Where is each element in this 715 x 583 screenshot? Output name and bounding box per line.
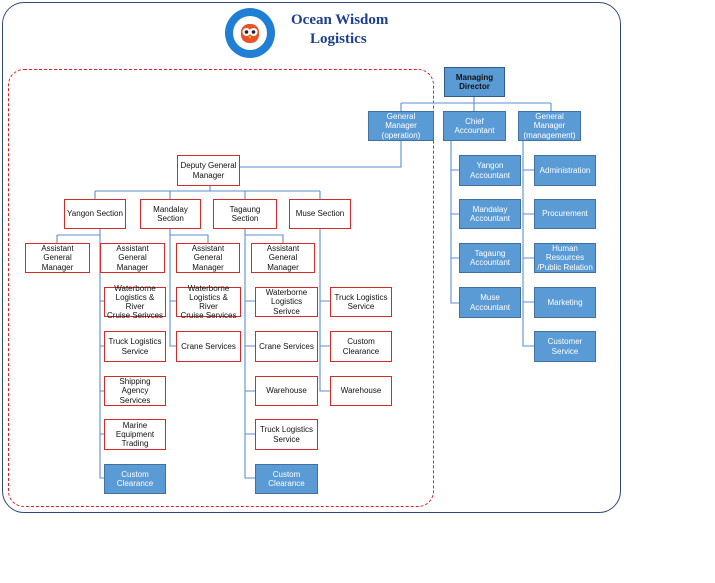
node-muse-accountant: Muse Accountant xyxy=(459,287,521,318)
node-assistant-gm-1: Assistant General Manager xyxy=(25,243,90,273)
node-muse-warehouse: Warehouse xyxy=(330,376,392,406)
node-tagaung-waterborne: Waterborne Logistics Serivce xyxy=(255,287,318,317)
node-yangon-shipping: Shipping Agency Services xyxy=(104,376,166,406)
brand-name-line1: Ocean Wisdom xyxy=(291,12,389,28)
node-tagaung-warehouse: Warehouse xyxy=(255,376,318,406)
node-tagaung-crane: Crane Services xyxy=(255,331,318,362)
node-muse-custom: Custom Clearance xyxy=(330,331,392,362)
node-yangon-truck: Truck Logistics Service xyxy=(104,331,166,362)
node-procurement: Procurement xyxy=(534,199,596,229)
node-muse-truck: Truck Logistics Service xyxy=(330,287,392,317)
node-customer-service: Customer Service xyxy=(534,331,596,362)
node-deputy-gm: Deputy General Manager xyxy=(177,155,240,186)
node-chief-accountant: Chief Accountant xyxy=(443,111,506,141)
node-yangon-custom: Custom Clearance xyxy=(104,464,166,494)
chart-frame xyxy=(2,2,621,513)
node-yangon-accountant: Yangon Accountant xyxy=(459,155,521,186)
node-mandalay-waterborne: Waterborne Logistics & River Cruise Serv… xyxy=(176,284,241,320)
company-logo: Ocean Wisdom Logistics xyxy=(225,8,395,58)
node-muse-section: Muse Section xyxy=(289,199,351,229)
node-tagaung-section: Tagaung Section xyxy=(213,199,277,229)
node-mandalay-accountant: Mandalay Accountant xyxy=(459,199,521,229)
node-human-resources: Human Resources /Public Relation xyxy=(534,243,596,273)
node-gm-management: General Manager (management) xyxy=(518,111,581,141)
node-tagaung-accountant: Tagaung Accountant xyxy=(459,243,521,273)
node-yangon-section: Yangon Section xyxy=(64,199,126,229)
node-assistant-gm-2: Assistant General Manager xyxy=(100,243,165,273)
operations-region-outline xyxy=(8,69,434,507)
logo-emblem xyxy=(225,8,275,58)
node-administration: Administration xyxy=(534,155,596,186)
node-yangon-marine: Marine Equipment Trading xyxy=(104,419,166,450)
node-gm-operation: General Manager (operation) xyxy=(368,111,434,141)
node-mandalay-crane: Crane Services xyxy=(176,331,241,362)
node-marketing: Marketing xyxy=(534,287,596,318)
owl-icon xyxy=(233,16,267,50)
node-assistant-gm-4: Assistant General Manager xyxy=(251,243,315,273)
brand-name-line2: Logistics xyxy=(310,31,367,47)
node-managing-director: Managing Director xyxy=(444,67,505,97)
node-mandalay-section: Mandalay Section xyxy=(140,199,201,229)
node-yangon-waterborne: Waterborne Logistics & River Cruise Seri… xyxy=(104,284,166,320)
node-tagaung-truck: Truck Logistics Service xyxy=(255,419,318,450)
node-tagaung-custom: Custom Clearance xyxy=(255,464,318,494)
node-assistant-gm-3: Assistant General Manager xyxy=(176,243,240,273)
